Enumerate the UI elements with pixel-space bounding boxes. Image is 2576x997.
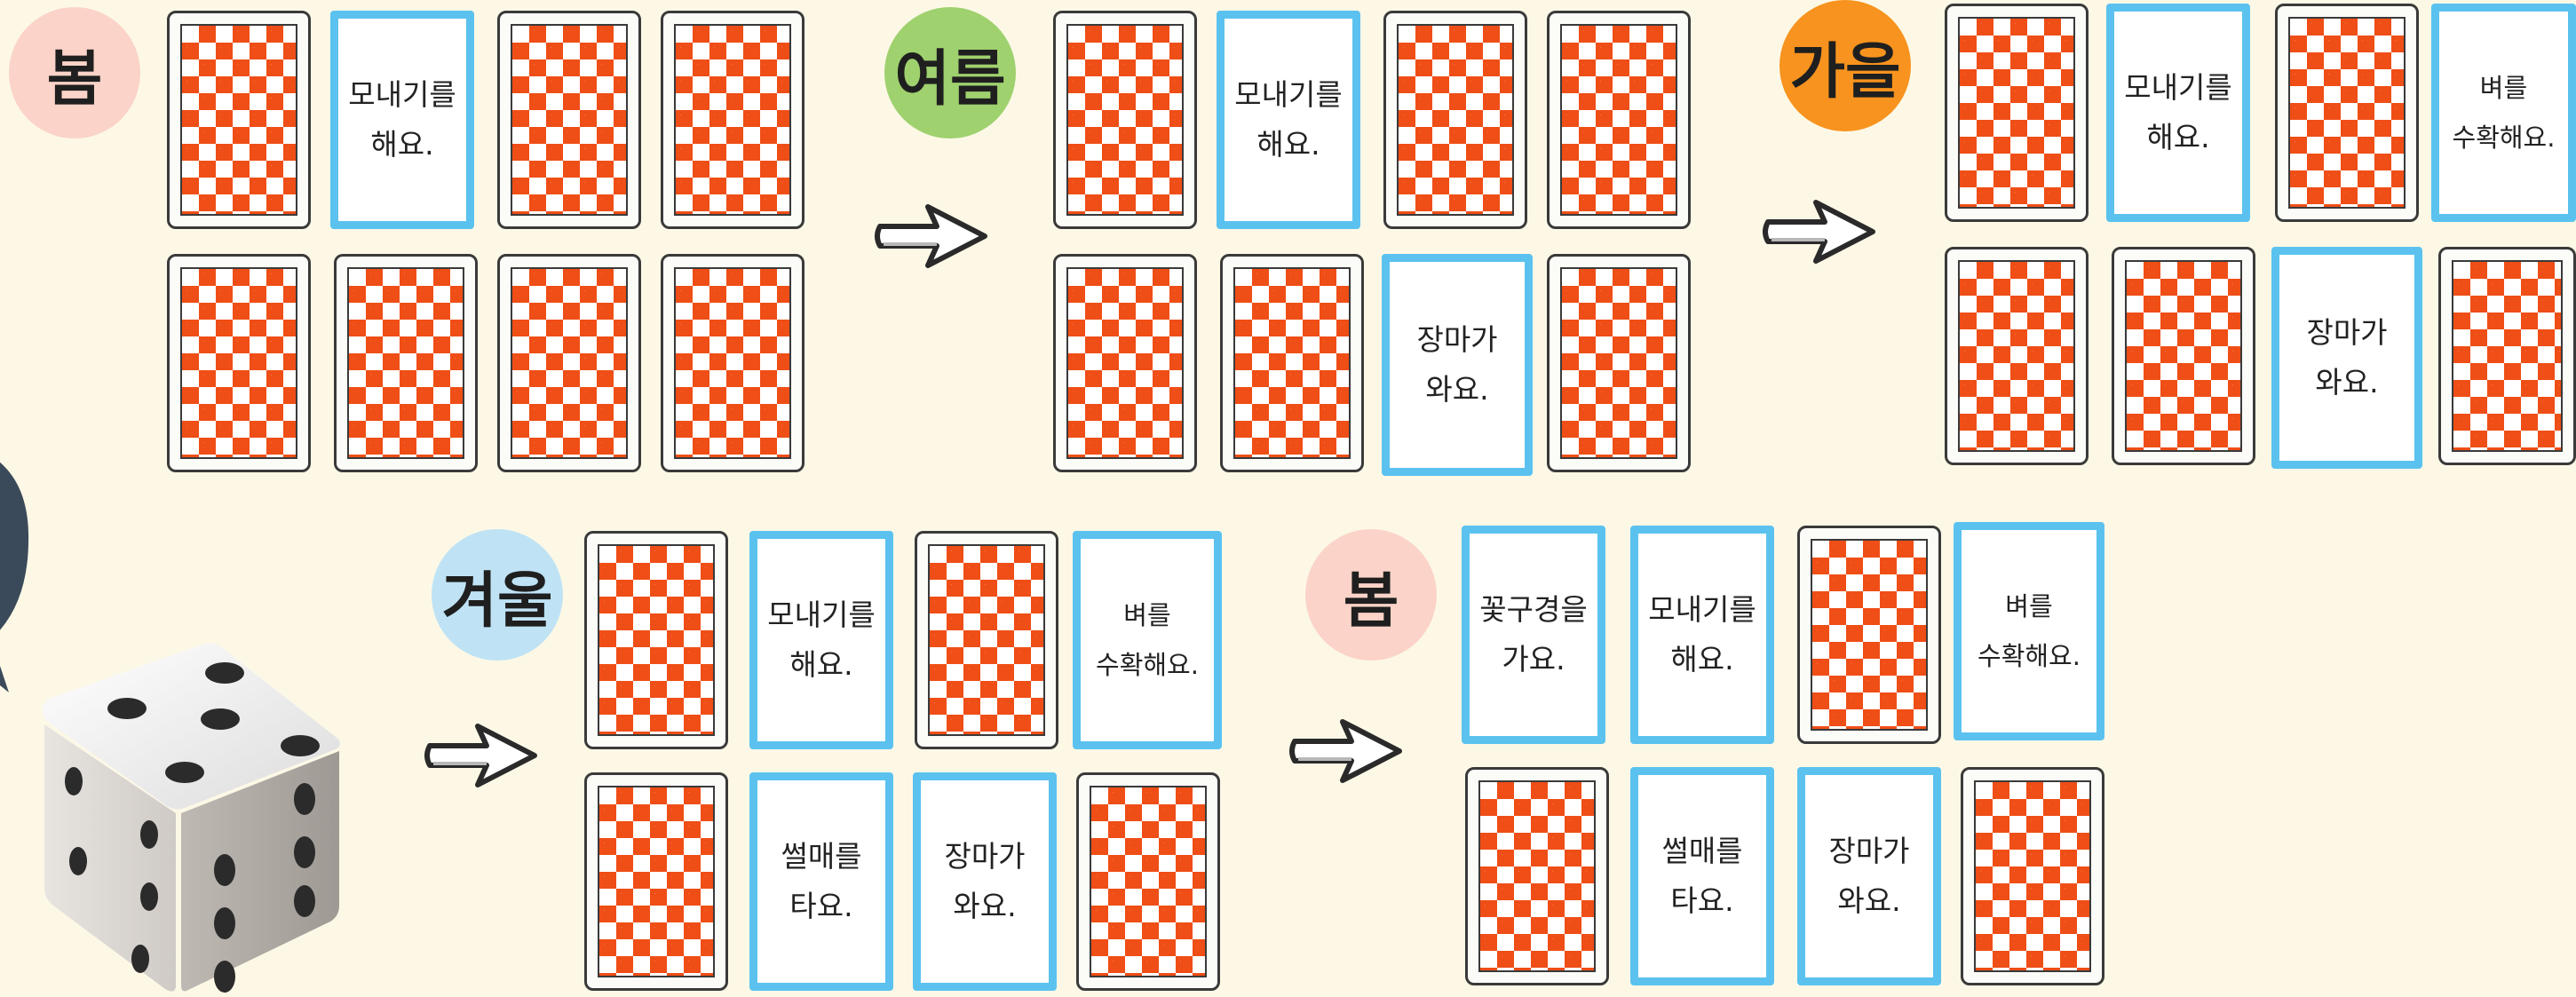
card-text: 꽃구경을 가요. bbox=[1479, 592, 1588, 677]
season-badge-autumn: 가을 bbox=[1779, 0, 1911, 131]
card-harvest-rice[interactable]: 벼를 수확해요. bbox=[2431, 4, 2576, 222]
card-back[interactable] bbox=[2275, 4, 2419, 222]
card-back[interactable] bbox=[497, 254, 641, 472]
card-back[interactable] bbox=[1076, 772, 1220, 991]
card-text: 벼를 수확해요. bbox=[2452, 73, 2556, 153]
card-back[interactable] bbox=[915, 531, 1058, 749]
arrow-right-icon bbox=[1763, 200, 1875, 264]
card-text: 모내기를 해요. bbox=[348, 77, 456, 162]
checker-card-back bbox=[1974, 780, 2091, 972]
checker-card-back bbox=[1958, 260, 2075, 452]
card-back[interactable] bbox=[1797, 526, 1941, 744]
season-badge-spring: 봄 bbox=[1305, 529, 1437, 661]
checker-card-back bbox=[598, 544, 715, 736]
arrow-right-icon bbox=[875, 204, 987, 268]
card-back[interactable] bbox=[1945, 247, 2089, 465]
card-text: 벼를 수확해요. bbox=[1096, 600, 1199, 680]
checker-card-back bbox=[2125, 260, 2242, 452]
card-back[interactable] bbox=[1053, 254, 1197, 472]
checker-card-back bbox=[2452, 260, 2563, 452]
checker-card-back bbox=[1811, 539, 1928, 731]
card-text: 장마가 와요. bbox=[944, 839, 1026, 923]
dice-icon bbox=[43, 643, 340, 993]
checker-card-back bbox=[347, 267, 464, 459]
card-back[interactable] bbox=[661, 254, 805, 472]
card-sledding[interactable]: 썰매를 타요. bbox=[749, 772, 893, 991]
checker-card-back bbox=[180, 24, 297, 216]
card-text: 썰매를 타요. bbox=[1661, 834, 1743, 918]
card-plant-rice[interactable]: 모내기를 해요. bbox=[749, 531, 893, 749]
season-badge-summer: 여름 bbox=[884, 7, 1016, 138]
card-harvest-rice[interactable]: 벼를 수확해요. bbox=[1954, 522, 2104, 740]
card-text: 모내기를 해요. bbox=[2124, 70, 2232, 154]
card-text: 장마가 와요. bbox=[1416, 322, 1498, 407]
card-text: 벼를 수확해요. bbox=[1978, 591, 2081, 671]
checker-card-back bbox=[1560, 24, 1677, 216]
card-rainy-season[interactable]: 장마가 와요. bbox=[2271, 247, 2422, 469]
card-back[interactable] bbox=[2112, 247, 2255, 465]
checker-card-back bbox=[1066, 24, 1184, 216]
arrow-right-icon bbox=[424, 724, 537, 787]
checker-card-back bbox=[1397, 24, 1514, 216]
card-sledding[interactable]: 썰매를 타요. bbox=[1630, 767, 1774, 985]
card-back[interactable] bbox=[584, 531, 728, 749]
card-rainy-season[interactable]: 장마가 와요. bbox=[1797, 767, 1941, 985]
card-rainy-season[interactable]: 장마가 와요. bbox=[913, 772, 1057, 991]
checker-card-back bbox=[1958, 17, 2075, 209]
checker-card-back bbox=[1066, 267, 1184, 459]
card-plant-rice[interactable]: 모내기를 해요. bbox=[330, 11, 474, 229]
checker-card-back bbox=[1478, 780, 1596, 972]
checker-card-back bbox=[928, 544, 1045, 736]
card-back[interactable] bbox=[1547, 11, 1691, 229]
card-plant-rice[interactable]: 모내기를 해요. bbox=[1630, 526, 1774, 744]
card-text: 모내기를 해요. bbox=[767, 597, 876, 682]
card-plant-rice[interactable]: 모내기를 해요. bbox=[2106, 4, 2250, 222]
card-back[interactable] bbox=[1945, 4, 2089, 222]
card-back[interactable] bbox=[2438, 247, 2576, 465]
card-text: 장마가 와요. bbox=[2306, 315, 2388, 400]
card-flower-viewing[interactable]: 꽃구경을 가요. bbox=[1462, 526, 1605, 744]
card-back[interactable] bbox=[1383, 11, 1527, 229]
card-back[interactable] bbox=[334, 254, 478, 472]
card-back[interactable] bbox=[584, 772, 728, 991]
card-text: 모내기를 해요. bbox=[1648, 592, 1756, 677]
checker-card-back bbox=[674, 267, 791, 459]
card-text: 모내기를 해요. bbox=[1234, 77, 1343, 162]
card-harvest-rice[interactable]: 벼를 수확해요. bbox=[1073, 531, 1222, 749]
checker-card-back bbox=[674, 24, 791, 216]
card-text: 장마가 와요. bbox=[1828, 834, 1910, 918]
card-back[interactable] bbox=[167, 11, 311, 229]
card-back[interactable] bbox=[1220, 254, 1364, 472]
season-badge-spring: 봄 bbox=[9, 7, 140, 138]
checker-card-back bbox=[511, 267, 628, 459]
card-back[interactable] bbox=[1465, 767, 1609, 985]
checker-card-back bbox=[2288, 17, 2406, 209]
checker-card-back bbox=[1560, 267, 1677, 459]
checker-card-back bbox=[1090, 786, 1207, 977]
checker-card-back bbox=[511, 24, 628, 216]
card-back[interactable] bbox=[1961, 767, 2104, 985]
card-back[interactable] bbox=[1547, 254, 1691, 472]
checker-card-back bbox=[598, 786, 715, 977]
card-plant-rice[interactable]: 모내기를 해요. bbox=[1217, 11, 1360, 229]
speech-bubble-icon bbox=[0, 462, 29, 692]
card-back[interactable] bbox=[1053, 11, 1197, 229]
card-back[interactable] bbox=[661, 11, 805, 229]
card-text: 썰매를 타요. bbox=[781, 839, 862, 923]
card-rainy-season[interactable]: 장마가 와요. bbox=[1382, 254, 1533, 476]
card-back[interactable] bbox=[497, 11, 641, 229]
checker-card-back bbox=[1233, 267, 1351, 459]
season-badge-winter: 겨울 bbox=[432, 529, 563, 661]
card-back[interactable] bbox=[167, 254, 311, 472]
checker-card-back bbox=[180, 267, 297, 459]
arrow-right-icon bbox=[1289, 719, 1402, 783]
